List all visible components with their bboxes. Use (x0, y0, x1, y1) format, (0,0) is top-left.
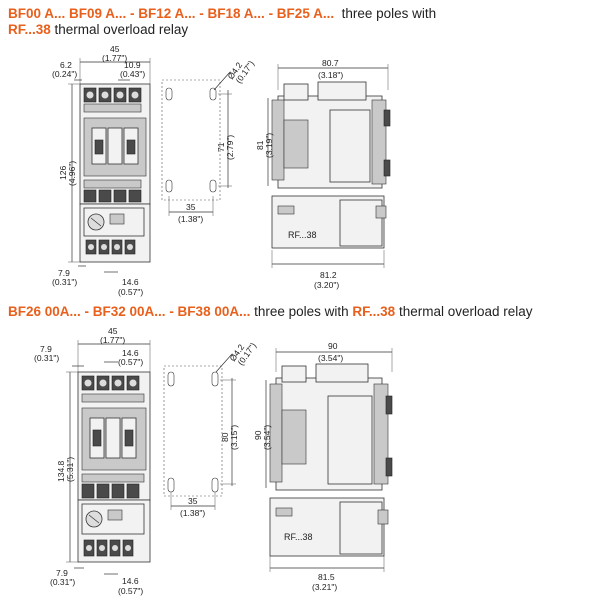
section2-title: BF26 00A... - BF32 00A... - BF38 00A... … (8, 304, 533, 320)
dim-text: (1.38") (178, 214, 203, 224)
title-part: - BF38 00A... (165, 304, 251, 319)
dim-text: (3.19") (264, 133, 274, 158)
dim-text: (0.24") (52, 69, 77, 79)
front-view-1 (79, 83, 151, 263)
dim-text: 80 (220, 432, 230, 442)
section1-title: BF00 A... BF09 A... - BF12 A... - BF18 A… (8, 6, 436, 22)
dim-text: (0.57") (118, 357, 143, 367)
dim-text: (0.57") (118, 586, 143, 596)
section1-title-line2: RF...38 thermal overload relay (8, 22, 188, 38)
dim-text: 7.9 (56, 568, 68, 578)
title-part: - BF12 A... (126, 6, 196, 21)
title-part: BF00 A... (8, 6, 66, 21)
dim-text: (1.38") (180, 508, 205, 518)
dim-text: (3.15") (229, 425, 239, 450)
title-part: BF26 00A... (8, 304, 81, 319)
dim-text: 14.6 (122, 277, 139, 287)
dim-text: (0.31") (52, 277, 77, 287)
title-suffix: thermal overload relay (50, 22, 189, 37)
title-part: RF...38 (352, 304, 396, 319)
title-relay: RF...38 (8, 22, 51, 37)
dim-text: 45 (110, 44, 120, 54)
front-view-2 (77, 371, 151, 563)
dim-text: (1.77") (102, 53, 127, 63)
dim-text: 14.6 (122, 348, 139, 358)
dim-text: 7.9 (40, 344, 52, 354)
title-part: - BF25 A... (264, 6, 335, 21)
title-part: thermal overload relay (395, 304, 533, 319)
dim-text: 81.5 (318, 572, 335, 582)
relay-label: RF...38 (288, 230, 317, 240)
front-dims-1: 45 (1.77") 6.2 (0.24") 10.9 (0.43") 126 … (52, 44, 151, 297)
title-part: three poles with (341, 6, 437, 21)
title-part: three poles with (250, 304, 353, 319)
dim-text: 81.2 (320, 270, 337, 280)
dim-text: 81 (255, 140, 265, 150)
dim-text: 126 (58, 166, 68, 180)
dim-text: (3.18") (318, 70, 343, 80)
dim-text: 6.2 (60, 60, 72, 70)
title-part: BF09 A... (65, 6, 127, 21)
dim-text: 7.9 (58, 268, 70, 278)
dim-text: (2.79") (225, 135, 235, 160)
side-view-1: RF...38 80.7 (3.18") 81 (3.19") 81.2 (3.… (255, 58, 391, 290)
relay-label: RF...38 (284, 532, 313, 542)
dim-text: 35 (188, 496, 198, 506)
title-part: - BF18 A... (195, 6, 265, 21)
dim-text: 71 (216, 142, 226, 152)
title-part: - BF32 00A... (80, 304, 166, 319)
dim-text: (0.57") (118, 287, 143, 297)
dim-text: (5.31") (65, 457, 75, 482)
side-view-2: RF...38 90 (3.54") 90 (3.54") 81.5 (3.21… (253, 341, 393, 592)
dim-text: (3.21") (312, 582, 337, 592)
dim-text: 80.7 (322, 58, 339, 68)
dim-text: (3.54") (318, 353, 343, 363)
dim-text: 90 (328, 341, 338, 351)
dim-text: 35 (186, 202, 196, 212)
front-dims-2: 45 (1.77") 7.9 (0.31") 14.6 (0.57") 134.… (34, 326, 151, 596)
dim-text: (4.96") (67, 161, 77, 186)
dim-text: (3.20") (314, 280, 339, 290)
dim-text: 14.6 (122, 576, 139, 586)
terminal-row-top (83, 87, 142, 113)
dim-text: 10.9 (124, 60, 141, 70)
dim-text: (0.31") (34, 353, 59, 363)
dim-text: (0.31") (50, 577, 75, 587)
mounting-plate-1: 71 (2.79") Ø4.2 (0.17") 35 (1.38") (161, 59, 256, 224)
dim-text: 45 (108, 326, 118, 336)
dim-text: (0.43") (120, 69, 145, 79)
mounting-plate-2: 80 (3.15") Ø4.2 (0.17") 35 (1.38") (163, 341, 258, 518)
dim-text: (1.77") (100, 335, 125, 345)
dim-text: (3.54") (262, 425, 272, 450)
dim-text: 90 (253, 430, 263, 440)
dim-text: 134.8 (56, 460, 66, 482)
